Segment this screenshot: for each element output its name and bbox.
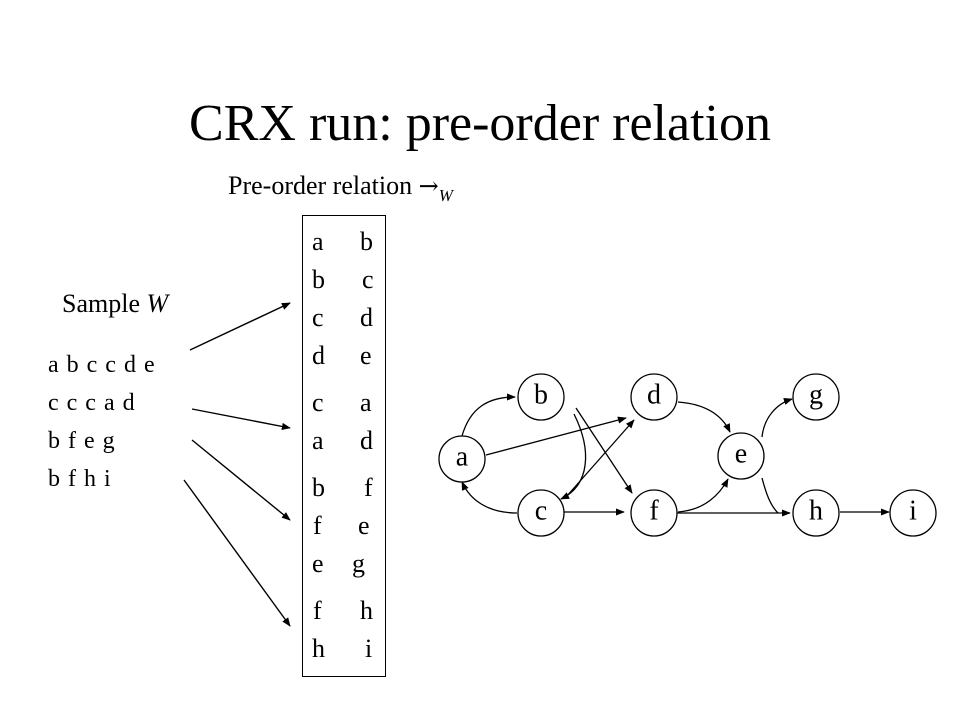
- pair-1-left: a: [312, 227, 324, 256]
- pair-11-left: h: [312, 634, 325, 663]
- node-e-label: e: [735, 439, 747, 470]
- edge-b-f: [575, 407, 633, 494]
- sample-label-text: Sample: [62, 289, 140, 318]
- node-d-label: d: [647, 380, 661, 411]
- pair-9-right: g: [352, 549, 365, 578]
- sample-sequence-4: b f h i: [48, 466, 112, 492]
- edge-c-a: [461, 481, 518, 514]
- pair-5-left: c: [312, 388, 324, 417]
- pair-6-right: d: [360, 426, 373, 455]
- node-i-label: i: [909, 496, 917, 527]
- node-a: [438, 435, 486, 483]
- pair-11-right: i: [365, 634, 373, 663]
- relation-heading: Pre-order relation →W: [228, 170, 453, 205]
- node-e: [717, 432, 765, 480]
- arrow-symbol: →: [418, 172, 439, 200]
- node-h: [792, 489, 840, 537]
- pair-8-right: e: [358, 511, 370, 540]
- pair-6-left: a: [312, 426, 324, 455]
- node-a-label: a: [456, 442, 469, 473]
- edge-e-g: [761, 397, 793, 438]
- node-i: [889, 489, 937, 537]
- sample-arrow-1: [189, 302, 291, 351]
- relation-box: [302, 215, 386, 677]
- node-h-label: h: [809, 496, 823, 527]
- edge-c-d: [565, 419, 635, 498]
- sample-sequence-1: a b c c d e: [48, 352, 156, 378]
- pair-4-left: d: [312, 341, 325, 370]
- sample-arrow-2: [191, 408, 291, 430]
- pair-7-left: b: [312, 473, 325, 502]
- edge-b-c: [560, 413, 587, 500]
- node-f-label: f: [649, 496, 659, 527]
- edge-e-h-connector: [761, 477, 779, 514]
- node-d: [630, 373, 678, 421]
- node-b: [517, 373, 565, 421]
- sample-arrow-3: [191, 439, 291, 521]
- node-g: [792, 373, 840, 421]
- pair-2-right: c: [362, 265, 374, 294]
- edge-a-b: [461, 393, 516, 437]
- pair-8-left: f: [313, 511, 322, 540]
- sample-arrow-4: [183, 479, 291, 627]
- sample-label: Sample W: [62, 288, 168, 320]
- pair-7-right: f: [364, 473, 373, 502]
- sample-sequence-2: c c c a d: [48, 390, 136, 416]
- edge-f-e: [677, 478, 729, 513]
- node-c: [517, 489, 565, 537]
- sample-sequence-3: b f e g: [48, 428, 116, 454]
- pair-5-right: a: [360, 388, 372, 417]
- node-g-label: g: [809, 380, 823, 411]
- pair-1-right: b: [360, 227, 373, 256]
- pair-3-left: c: [312, 303, 324, 332]
- node-b-label: b: [534, 380, 548, 411]
- node-c-label: c: [535, 496, 547, 527]
- node-f: [630, 489, 678, 537]
- sample-label-var: W: [146, 289, 169, 318]
- edge-d-e: [677, 401, 731, 433]
- pair-9-left: e: [312, 549, 324, 578]
- page-title: CRX run: pre-order relation: [189, 95, 771, 152]
- pair-2-left: b: [312, 265, 325, 294]
- relation-heading-text: Pre-order relation: [228, 171, 413, 200]
- pair-4-right: e: [360, 341, 372, 370]
- relation-subscript: W: [438, 186, 453, 205]
- pair-10-left: f: [313, 596, 322, 625]
- pair-3-right: d: [360, 303, 373, 332]
- edge-a-d: [485, 416, 627, 456]
- pair-10-right: h: [360, 596, 373, 625]
